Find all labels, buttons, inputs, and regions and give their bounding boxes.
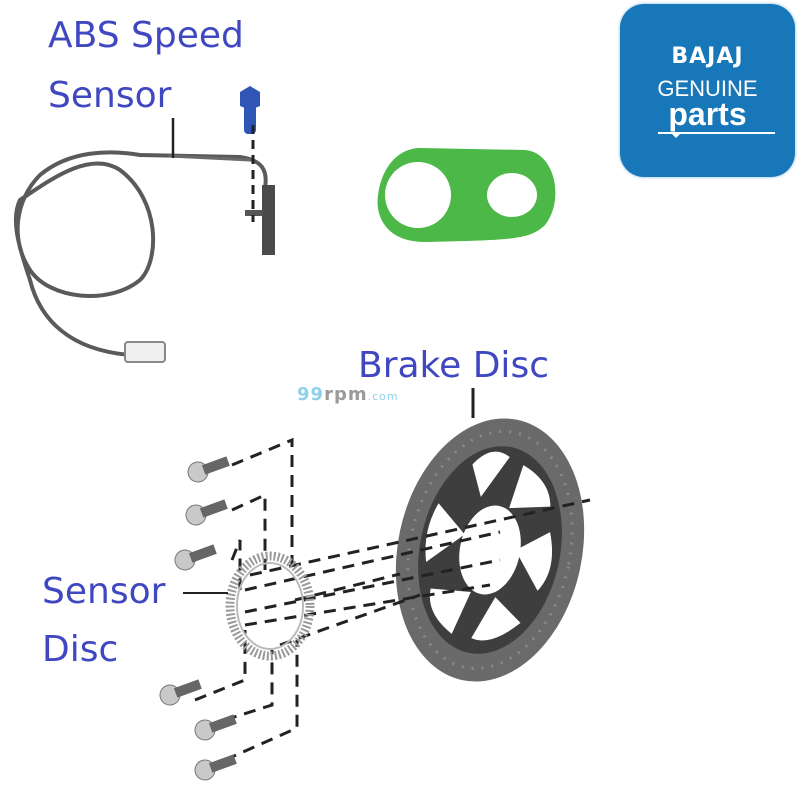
watermark-prefix: 99 bbox=[297, 384, 325, 405]
gasket-icon bbox=[377, 148, 556, 242]
abs-speed-sensor-illustration bbox=[13, 150, 268, 357]
sensor-disc-illustration bbox=[225, 551, 315, 661]
label-brake-disc: Brake Disc bbox=[358, 345, 549, 386]
bajaj-genuine-parts-logo: BAJAJ GENUINE parts bbox=[620, 4, 795, 177]
bolt-icon bbox=[185, 499, 228, 526]
label-abs-speed-sensor-line2: Sensor bbox=[48, 75, 172, 116]
brake-disc-illustration bbox=[395, 418, 585, 682]
disc-bolts bbox=[159, 456, 237, 781]
sensor-head bbox=[262, 185, 275, 255]
logo-brand: BAJAJ bbox=[671, 44, 744, 69]
logo-parts: parts bbox=[668, 96, 747, 132]
logo-underline bbox=[658, 132, 775, 134]
label-sensor-disc-line1: Sensor bbox=[42, 571, 166, 612]
bolt-icon bbox=[194, 754, 237, 781]
label-abs-speed-sensor-line1: ABS Speed bbox=[48, 15, 244, 56]
label-sensor-disc-line2: Disc bbox=[42, 629, 119, 670]
watermark-main: rpm bbox=[324, 384, 368, 405]
assembly-dashed-lines bbox=[194, 437, 591, 762]
watermark-suffix: .com bbox=[367, 390, 399, 403]
bolt-icon bbox=[174, 544, 217, 571]
logo-check-icon bbox=[670, 132, 682, 138]
sensor-bolt-icon bbox=[240, 86, 260, 134]
bolt-icon bbox=[187, 456, 230, 483]
sensor-connector bbox=[124, 341, 166, 363]
bolt-icon bbox=[159, 679, 202, 706]
bolt-icon bbox=[194, 714, 237, 741]
watermark: 99rpm.com bbox=[297, 384, 399, 405]
logo-genuine: GENUINE bbox=[657, 76, 758, 101]
sensor-flange bbox=[245, 210, 263, 216]
